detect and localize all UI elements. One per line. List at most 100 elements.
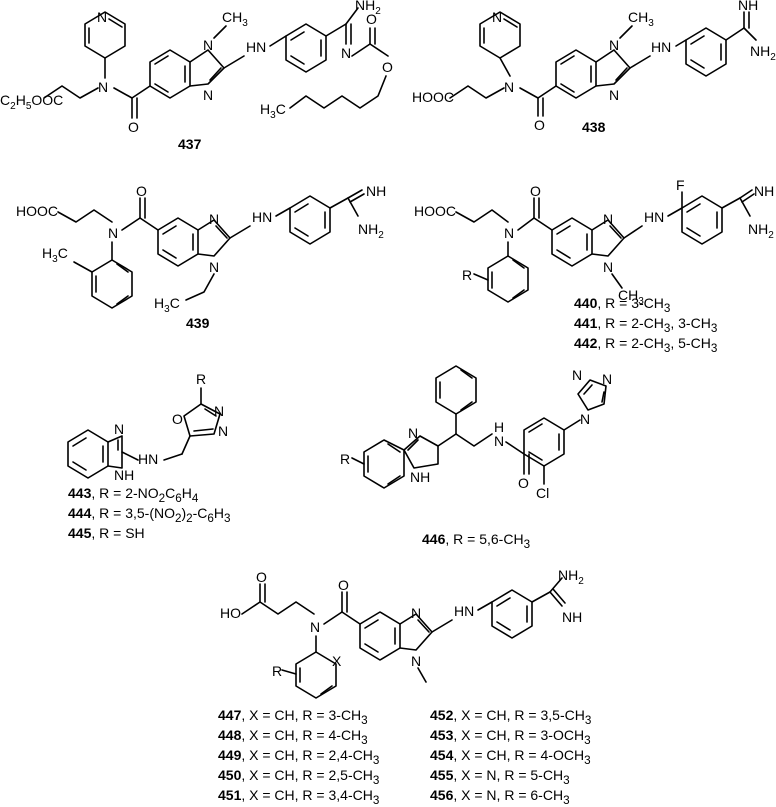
atom-label: H3C [42,245,68,265]
bond [290,55,305,65]
bond [556,249,571,259]
bond [531,591,551,603]
label-447: 447, X = CH, R = 3-CH3 [218,706,368,730]
bond [290,31,305,41]
atom-hn: HN [246,39,266,55]
atom-label: O [172,411,183,427]
bond [185,273,215,301]
bond [351,43,371,57]
bond [455,209,509,223]
bond [181,435,191,455]
bond [739,189,753,199]
atom-label: NH2 [358,221,384,241]
atom-label: NH2 [558,567,584,587]
substituent-text: 3 [710,321,718,335]
bond [325,23,347,37]
bond [519,85,557,99]
bond [496,597,511,607]
substituent-text: 3 [361,713,368,727]
atom-label: H3C [154,295,180,315]
atom-label: NH [754,183,774,199]
bond [623,225,643,239]
atom-label: N [408,425,418,441]
atom-label: HOOC [414,203,456,219]
atom-label: N [504,225,514,241]
bond [345,7,359,25]
bond [209,67,222,81]
label-444: 444, R = 3,5-(NO2)2-C6H3 [68,504,231,528]
substituent-text: 3 [663,321,671,335]
atom-label: HN [252,209,272,225]
substituent-text: , X = CH, R = 2,4-CH [241,747,373,763]
bond [555,49,597,99]
bond [351,457,365,465]
bond [477,601,493,611]
bond [285,23,327,73]
atom-label: O [530,183,541,199]
compound-number: 456 [430,787,454,803]
bond [491,589,533,639]
atom-label: HOOC [412,89,454,105]
bond [157,217,199,267]
bond [116,295,129,305]
atom-label: HO [220,605,241,621]
substituent-text: 3 [663,341,671,355]
bond [417,667,427,683]
bond [294,227,309,237]
label-442: 442, R = 2-CH3, 5-CH3 [574,334,717,358]
structure-438: N N HOOC O N N CH3 HN NH NH2 [412,0,776,133]
substituent-text: , X = CH, R = 3,4-CH [241,787,373,803]
substituent-text: , 5-CH [670,335,711,351]
bond [229,225,251,239]
bond [139,217,159,231]
label-449: 449, X = CH, R = 2,4-CH3 [218,746,379,770]
bond [341,611,361,625]
bond [690,35,705,45]
substituent-text: 3 [584,733,591,747]
label-454: 454, X = CH, R = 4-OCH3 [430,746,591,770]
atom-label: N [214,403,224,419]
substituent-text: 3 [584,753,591,767]
bond [289,75,387,109]
atom-n: N [341,45,351,61]
atom-label: X [332,653,342,669]
atom-label: N [603,259,613,275]
bond [533,217,553,231]
bond [741,193,755,203]
compound-number: 452 [430,707,454,723]
atom-label: N [580,411,590,427]
atom-label: N [492,9,502,25]
bond [512,259,525,269]
bond [121,217,141,231]
bond [108,18,123,28]
compound-number: 442 [574,335,598,351]
atom-label: O [518,475,529,491]
substituent-text: 6 [175,491,182,505]
substituent-text: H [181,485,192,501]
bond [503,18,518,28]
atom-label: N [310,619,320,635]
atom-label: Cl [536,485,549,501]
bond [725,27,745,41]
bond [347,189,363,199]
label-445: 445, R = SH [68,524,145,542]
substituent-text: , X = N, R = 6-CH [453,787,564,803]
structure-447-456: HO O N O X R N N HN [220,567,584,699]
bond [72,461,87,471]
atom-label: N [114,421,124,437]
compound-number: 455 [430,767,454,783]
atom-label: N [603,211,613,227]
bond [204,408,217,417]
bond [149,49,191,99]
atom-label: CH3 [222,9,248,29]
bond [601,391,605,403]
atom-label: CH3 [618,287,644,307]
bond [121,451,139,461]
atom-label: O [338,577,349,593]
bond [275,207,291,217]
bond [743,27,757,41]
bond [523,417,565,467]
substituent-text: 6 [207,511,214,525]
structure-437: N N C2H5OOC O N N CH3 HN NH2 [0,0,393,135]
substituent-text: , R = 3-CH [597,295,664,311]
